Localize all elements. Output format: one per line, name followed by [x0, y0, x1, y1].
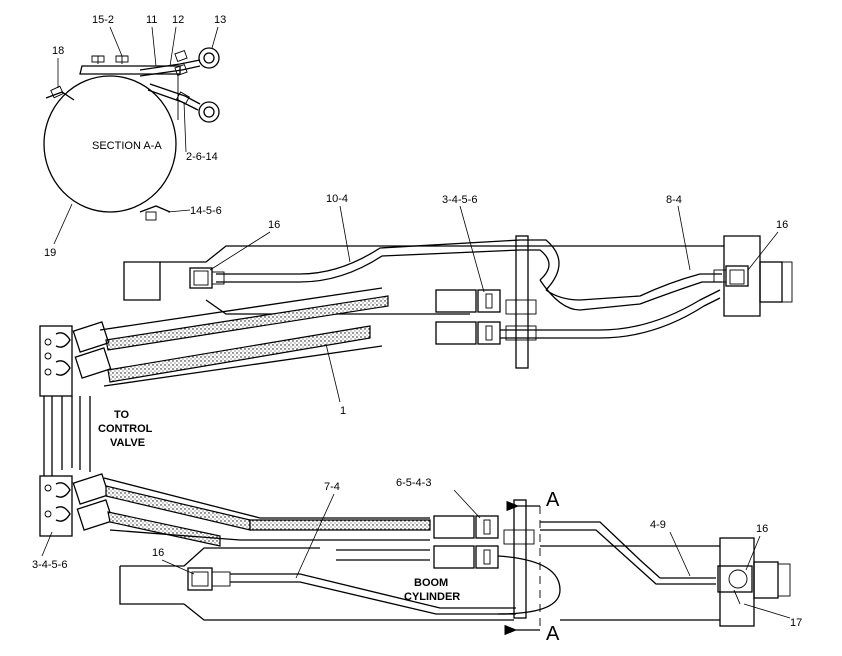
control-valve-note-line-2: CONTROL — [98, 423, 153, 435]
callout-8-4: 8-4 — [666, 194, 682, 206]
section-a-a-detail: SECTION A-A 15-2 11 12 13 18 2-6-14 19 1… — [43, 14, 226, 259]
section-marker-bottom: A — [546, 623, 560, 645]
callout-17: 17 — [790, 617, 802, 629]
control-valve-block — [39, 325, 91, 537]
callout-12: 12 — [172, 14, 184, 26]
callout-15-2: 15-2 — [92, 14, 114, 26]
section-title: SECTION A-A — [92, 140, 162, 152]
callout-11: 11 — [146, 14, 157, 26]
lower-hose-assemblies — [72, 473, 791, 627]
section-cut-markers: A A — [504, 489, 560, 645]
callout-1: 1 — [340, 405, 346, 417]
section-marker-top: A — [546, 489, 560, 511]
callout-13: 13 — [214, 14, 226, 26]
control-valve-note-line-3: VALVE — [110, 437, 145, 449]
callout-18: 18 — [52, 45, 64, 57]
callout-7-4: 7-4 — [324, 481, 340, 493]
boom-cylinder-note-line-1: BOOM — [414, 577, 448, 589]
main-callouts: 10-4 3-4-5-6 8-4 16 16 1 7-4 6-5-4-3 4-9… — [32, 193, 802, 629]
callout-2-6-14: 2-6-14 — [186, 151, 218, 163]
upper-boom-outline — [123, 235, 793, 317]
control-valve-note-line-1: TO — [114, 409, 130, 421]
callout-19: 19 — [44, 247, 56, 259]
callout-14-5-6: 14-5-6 — [190, 205, 222, 217]
callout-3-4-5-6-left: 3-4-5-6 — [32, 559, 67, 571]
callout-16-right-top: 16 — [776, 219, 788, 231]
callout-6-5-4-3: 6-5-4-3 — [396, 477, 431, 489]
callout-3-4-5-6-top: 3-4-5-6 — [442, 194, 477, 206]
callout-16-right-bottom: 16 — [756, 523, 768, 535]
callout-16-left-top: 16 — [268, 219, 280, 231]
upper-hose-assemblies — [72, 235, 749, 387]
callout-4-9: 4-9 — [650, 519, 666, 531]
boom-cylinder-note-line-2: CYLINDER — [404, 591, 460, 603]
callout-16-left-bottom: 16 — [152, 547, 164, 559]
callout-10-4: 10-4 — [326, 193, 348, 205]
